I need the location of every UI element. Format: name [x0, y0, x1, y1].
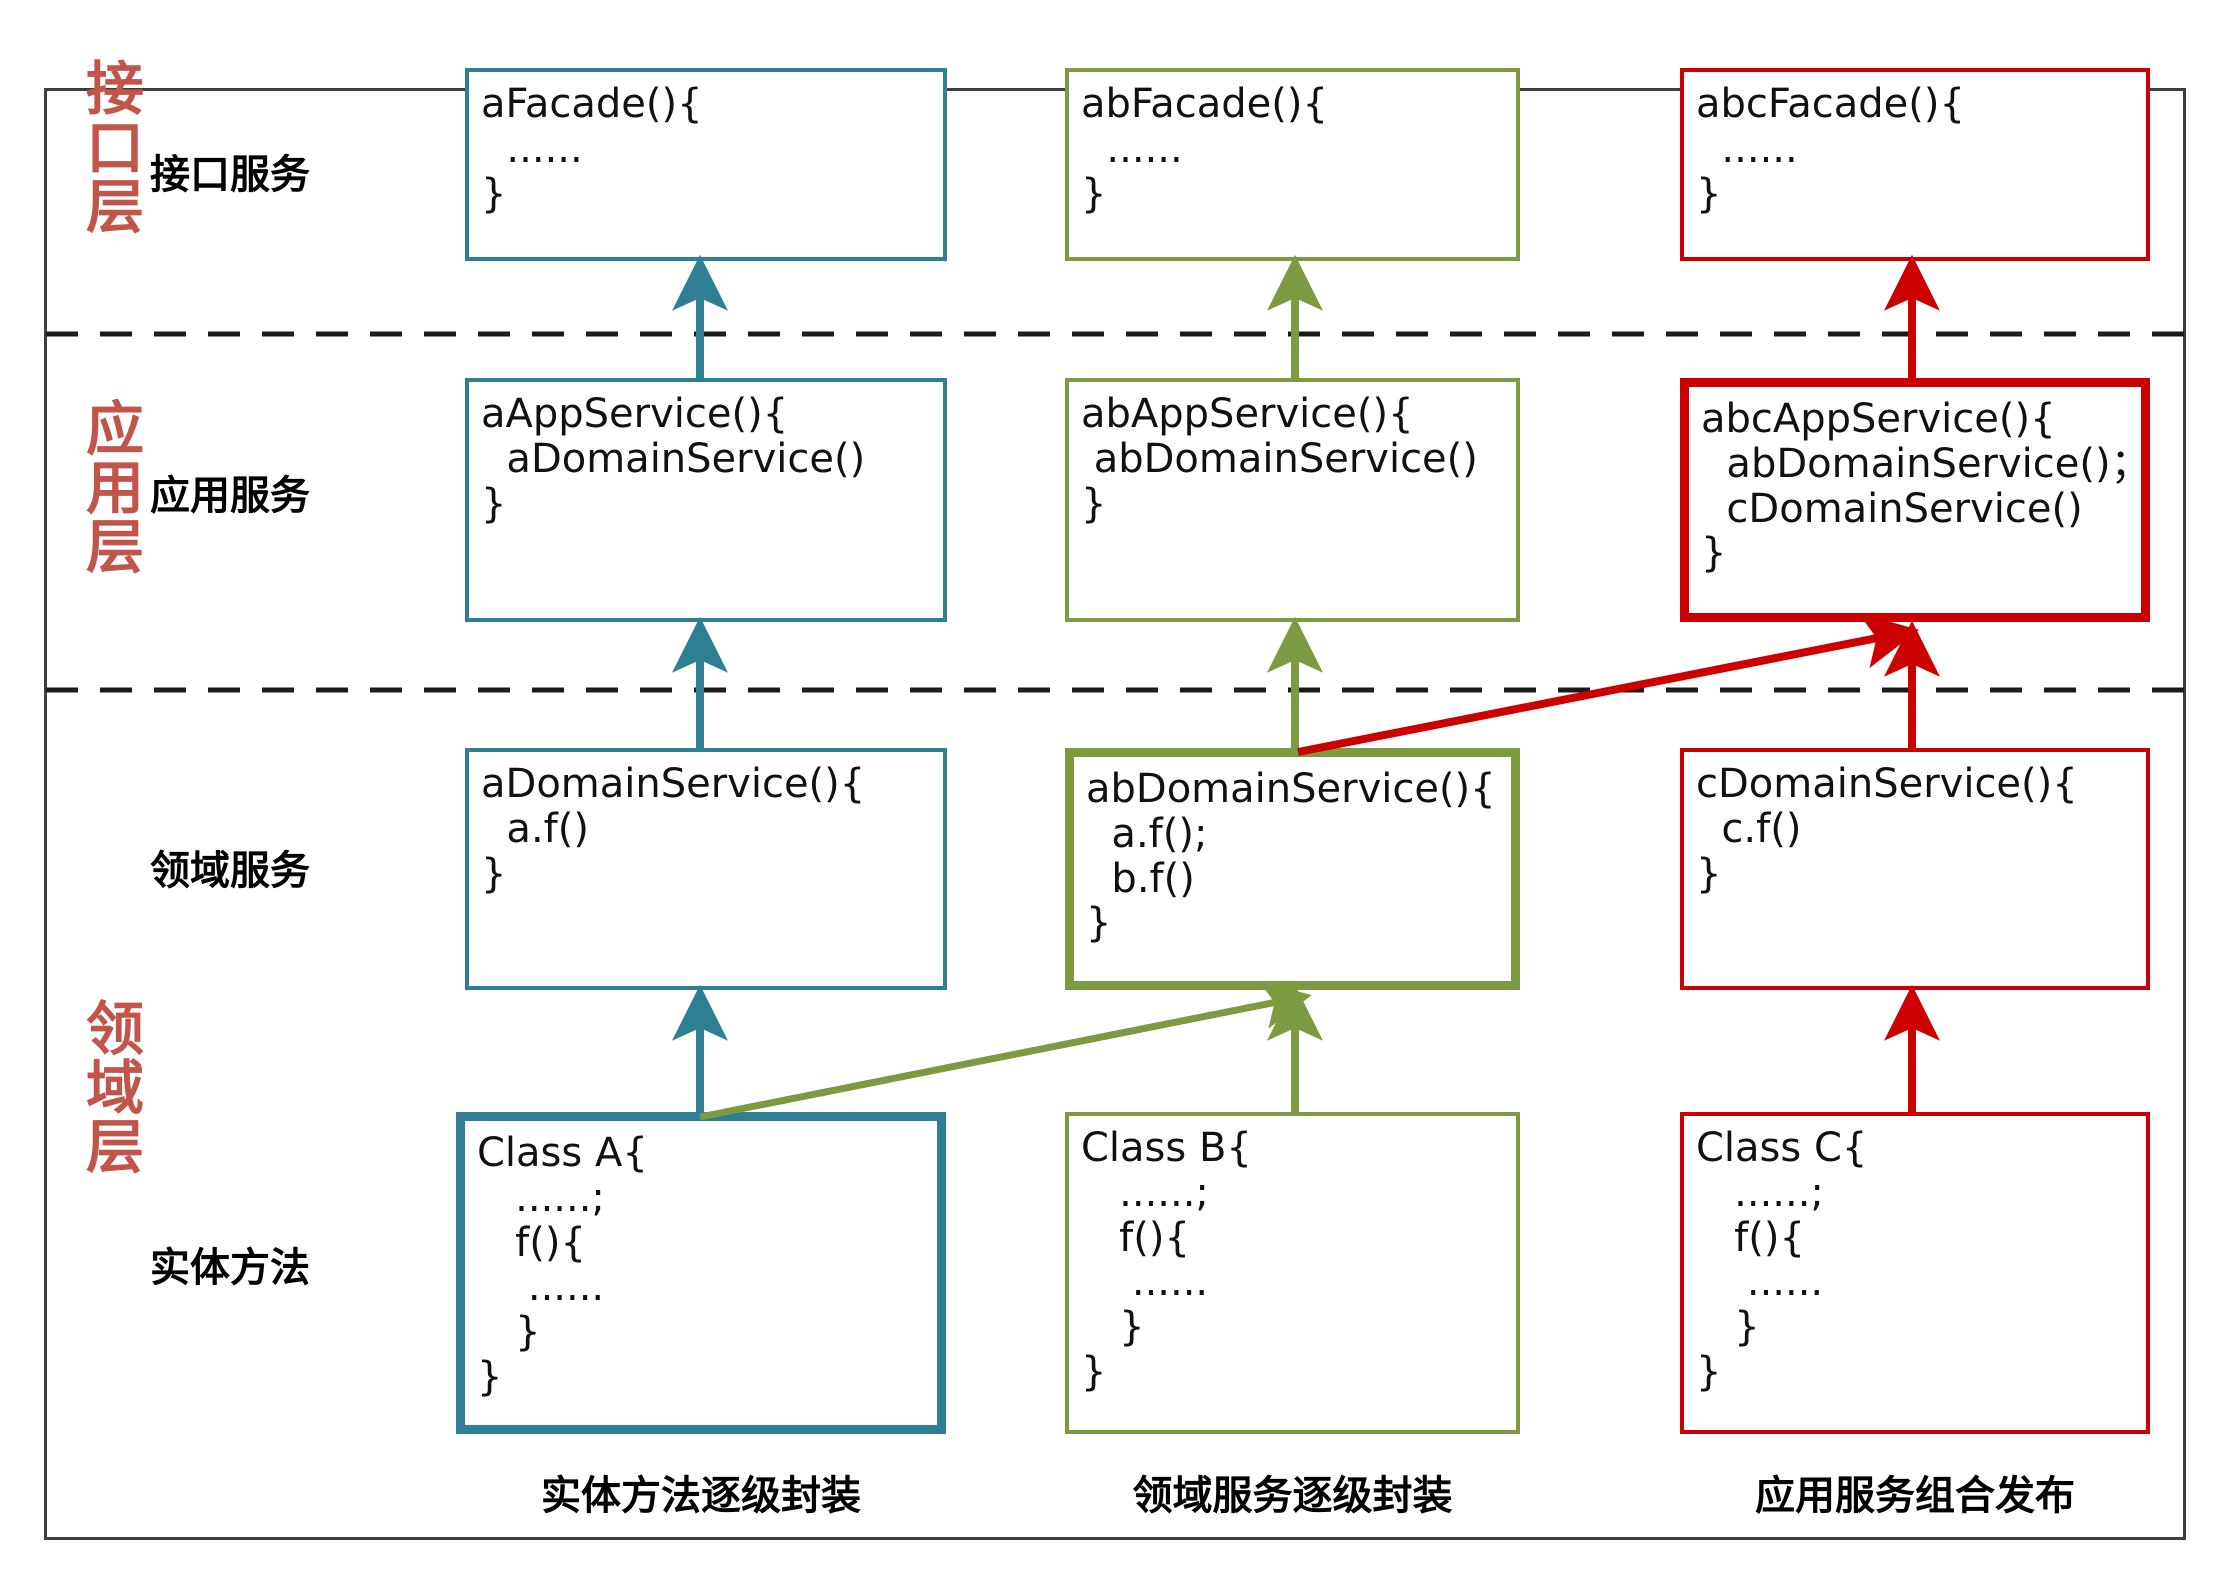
box-class-b[interactable]: Class B{ ......; f(){ ...... } }: [1065, 1112, 1520, 1434]
caption-col-b: 领域服务逐级封装: [1132, 1473, 1453, 1519]
box-c-domain-service[interactable]: cDomainService(){ c.f() }: [1680, 748, 2150, 990]
layer-label-interface: 接 口 层: [70, 55, 160, 242]
layer-label-application: 应 用 层: [70, 395, 160, 582]
caption-col-a: 实体方法逐级封装: [541, 1473, 861, 1519]
layer-char: 域: [85, 1054, 144, 1123]
layer-char: 应: [85, 395, 144, 463]
box-ab-facade[interactable]: abFacade(){ ...... }: [1065, 68, 1520, 261]
layer-char: 层: [85, 173, 144, 242]
box-class-c[interactable]: Class C{ ......; f(){ ...... } }: [1680, 1112, 2150, 1434]
layer-char: 接: [85, 55, 144, 123]
box-a-domain-service[interactable]: aDomainService(){ a.f() }: [465, 748, 947, 990]
box-a-facade[interactable]: aFacade(){ ...... }: [465, 68, 947, 261]
layer-char: 层: [85, 1113, 144, 1182]
caption-col-c: 应用服务组合发布: [1755, 1473, 2075, 1519]
row-label-interface-service: 接口服务: [150, 152, 310, 198]
layer-char: 领: [85, 995, 144, 1063]
box-abc-facade[interactable]: abcFacade(){ ...... }: [1680, 68, 2150, 261]
layer-char: 口: [85, 114, 144, 183]
box-ab-domain-service[interactable]: abDomainService(){ a.f(); b.f() }: [1065, 748, 1520, 990]
layer-char: 层: [85, 513, 144, 582]
row-label-application-service: 应用服务: [150, 473, 310, 519]
layer-label-domain: 领 域 层: [70, 995, 160, 1182]
row-label-domain-service: 领域服务: [150, 848, 310, 894]
row-label-entity-method: 实体方法: [150, 1245, 310, 1291]
box-class-a[interactable]: Class A{ ......; f(){ ...... } }: [456, 1112, 946, 1434]
box-abc-app-service[interactable]: abcAppService(){ abDomainService()； cDom…: [1680, 378, 2150, 622]
layer-char: 用: [85, 454, 144, 523]
box-ab-app-service[interactable]: abAppService(){ abDomainService() }: [1065, 378, 1520, 622]
box-a-app-service[interactable]: aAppService(){ aDomainService() }: [465, 378, 947, 622]
